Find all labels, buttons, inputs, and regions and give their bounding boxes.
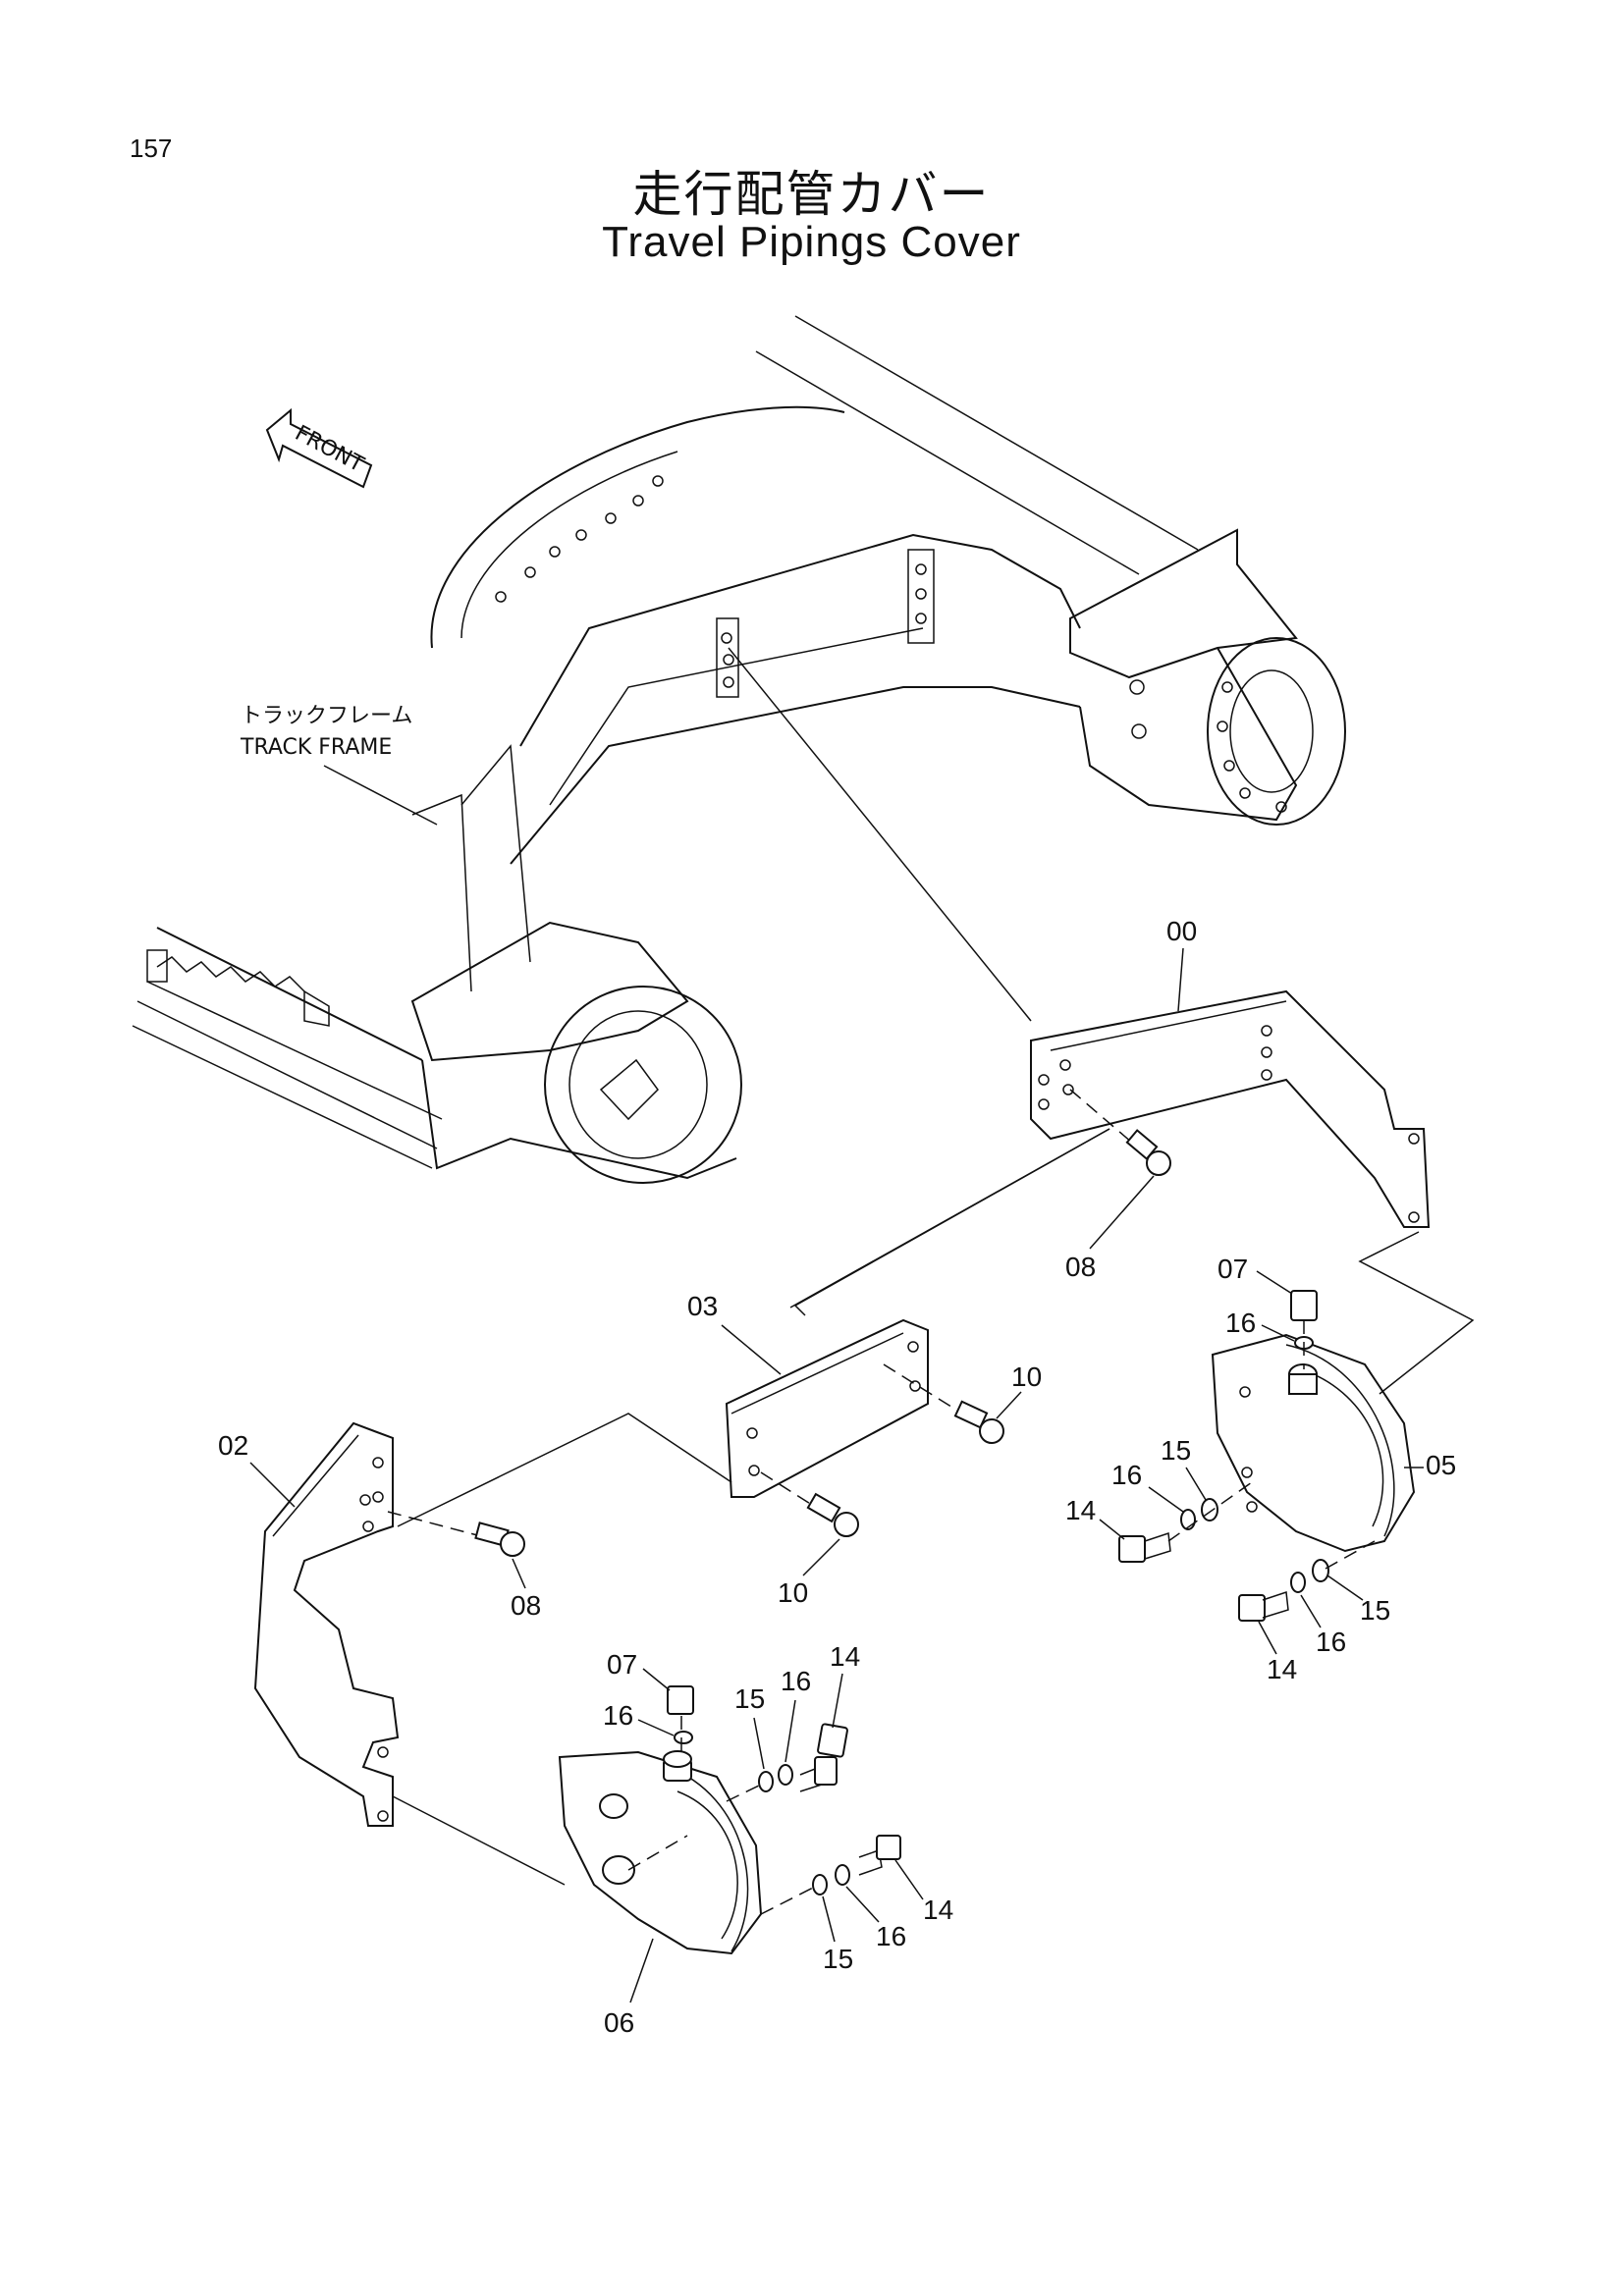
part-label-15-right-lower: 15: [1360, 1595, 1390, 1626]
part-label-05: 05: [1426, 1450, 1456, 1480]
part-02-cover-plate: [253, 1421, 400, 1827]
part-label-06: 06: [604, 2007, 634, 2038]
track-frame-leader: [323, 765, 438, 826]
washer-icon: [835, 1864, 850, 1886]
part-label-10-lower: 10: [778, 1577, 808, 1608]
part-label-16-right-upper: 16: [1111, 1460, 1142, 1490]
track-frame-callout-japanese: トラックフレーム: [241, 704, 412, 728]
part-06-cover-housing: [558, 1750, 763, 1955]
front-arrow-icon: FRONT: [265, 407, 373, 489]
bolt-icon: [1069, 1089, 1171, 1176]
page-number: 157: [130, 133, 173, 163]
part-label-10-right: 10: [1011, 1362, 1042, 1392]
part-label-07-lower: 07: [607, 1649, 637, 1680]
part-00-cover-plate: [1030, 989, 1431, 1228]
page-title-english: Travel Pipings Cover: [602, 218, 1021, 266]
washer-icon: [778, 1764, 793, 1786]
part-label-14-left-upper: 14: [830, 1641, 860, 1672]
washer-icon: [1312, 1559, 1329, 1582]
bolt-icon: [1238, 1540, 1376, 1622]
bolt-icon: [1118, 1481, 1253, 1563]
washer-icon: [812, 1874, 828, 1896]
washer-icon: [1290, 1572, 1306, 1593]
part-label-16-left-upper: 16: [781, 1666, 811, 1696]
washer-icon: [674, 1731, 693, 1744]
page-title-japanese: 走行配管カバー: [632, 166, 991, 223]
washer-icon: [1201, 1498, 1218, 1522]
part-label-15-left-upper: 15: [734, 1683, 765, 1714]
bolt-icon: [1290, 1290, 1318, 1369]
washer-icon: [758, 1771, 774, 1792]
part-label-08-lower: 08: [511, 1590, 541, 1621]
part-label-14-right-lower: 14: [1267, 1654, 1297, 1684]
part-label-07-upper: 07: [1217, 1254, 1248, 1284]
frame-to-00-leader: [728, 647, 1032, 1022]
part-label-03: 03: [687, 1291, 718, 1321]
bolt-icon: [726, 1723, 848, 1802]
bolt-icon: [760, 1835, 901, 1915]
bolt-icon: [387, 1511, 525, 1557]
part-label-02: 02: [218, 1430, 248, 1461]
track-frame-drawing: [132, 315, 1346, 1184]
part-label-16-lower-left: 16: [603, 1700, 633, 1731]
part-label-14-left-lower: 14: [923, 1895, 953, 1925]
bolt-icon: [667, 1685, 694, 1757]
part-label-16-upper: 16: [1225, 1308, 1256, 1338]
part-03-plate: [725, 1318, 929, 1498]
part-label-08-upper: 08: [1065, 1252, 1096, 1282]
part-label-15-right-upper: 15: [1161, 1435, 1191, 1466]
bolt-icon: [760, 1471, 859, 1537]
part-label-00: 00: [1166, 916, 1197, 946]
track-frame-callout-english: TRACK FRAME: [240, 735, 392, 760]
part-label-14-right-upper: 14: [1065, 1495, 1096, 1525]
part-label-15-left-lower: 15: [823, 1944, 853, 1974]
bolt-icon: [883, 1363, 1004, 1444]
part-05-cover-housing: [1211, 1333, 1416, 1553]
part-label-16-left-lower: 16: [876, 1921, 906, 1951]
part-label-16-right-lower: 16: [1316, 1627, 1346, 1657]
